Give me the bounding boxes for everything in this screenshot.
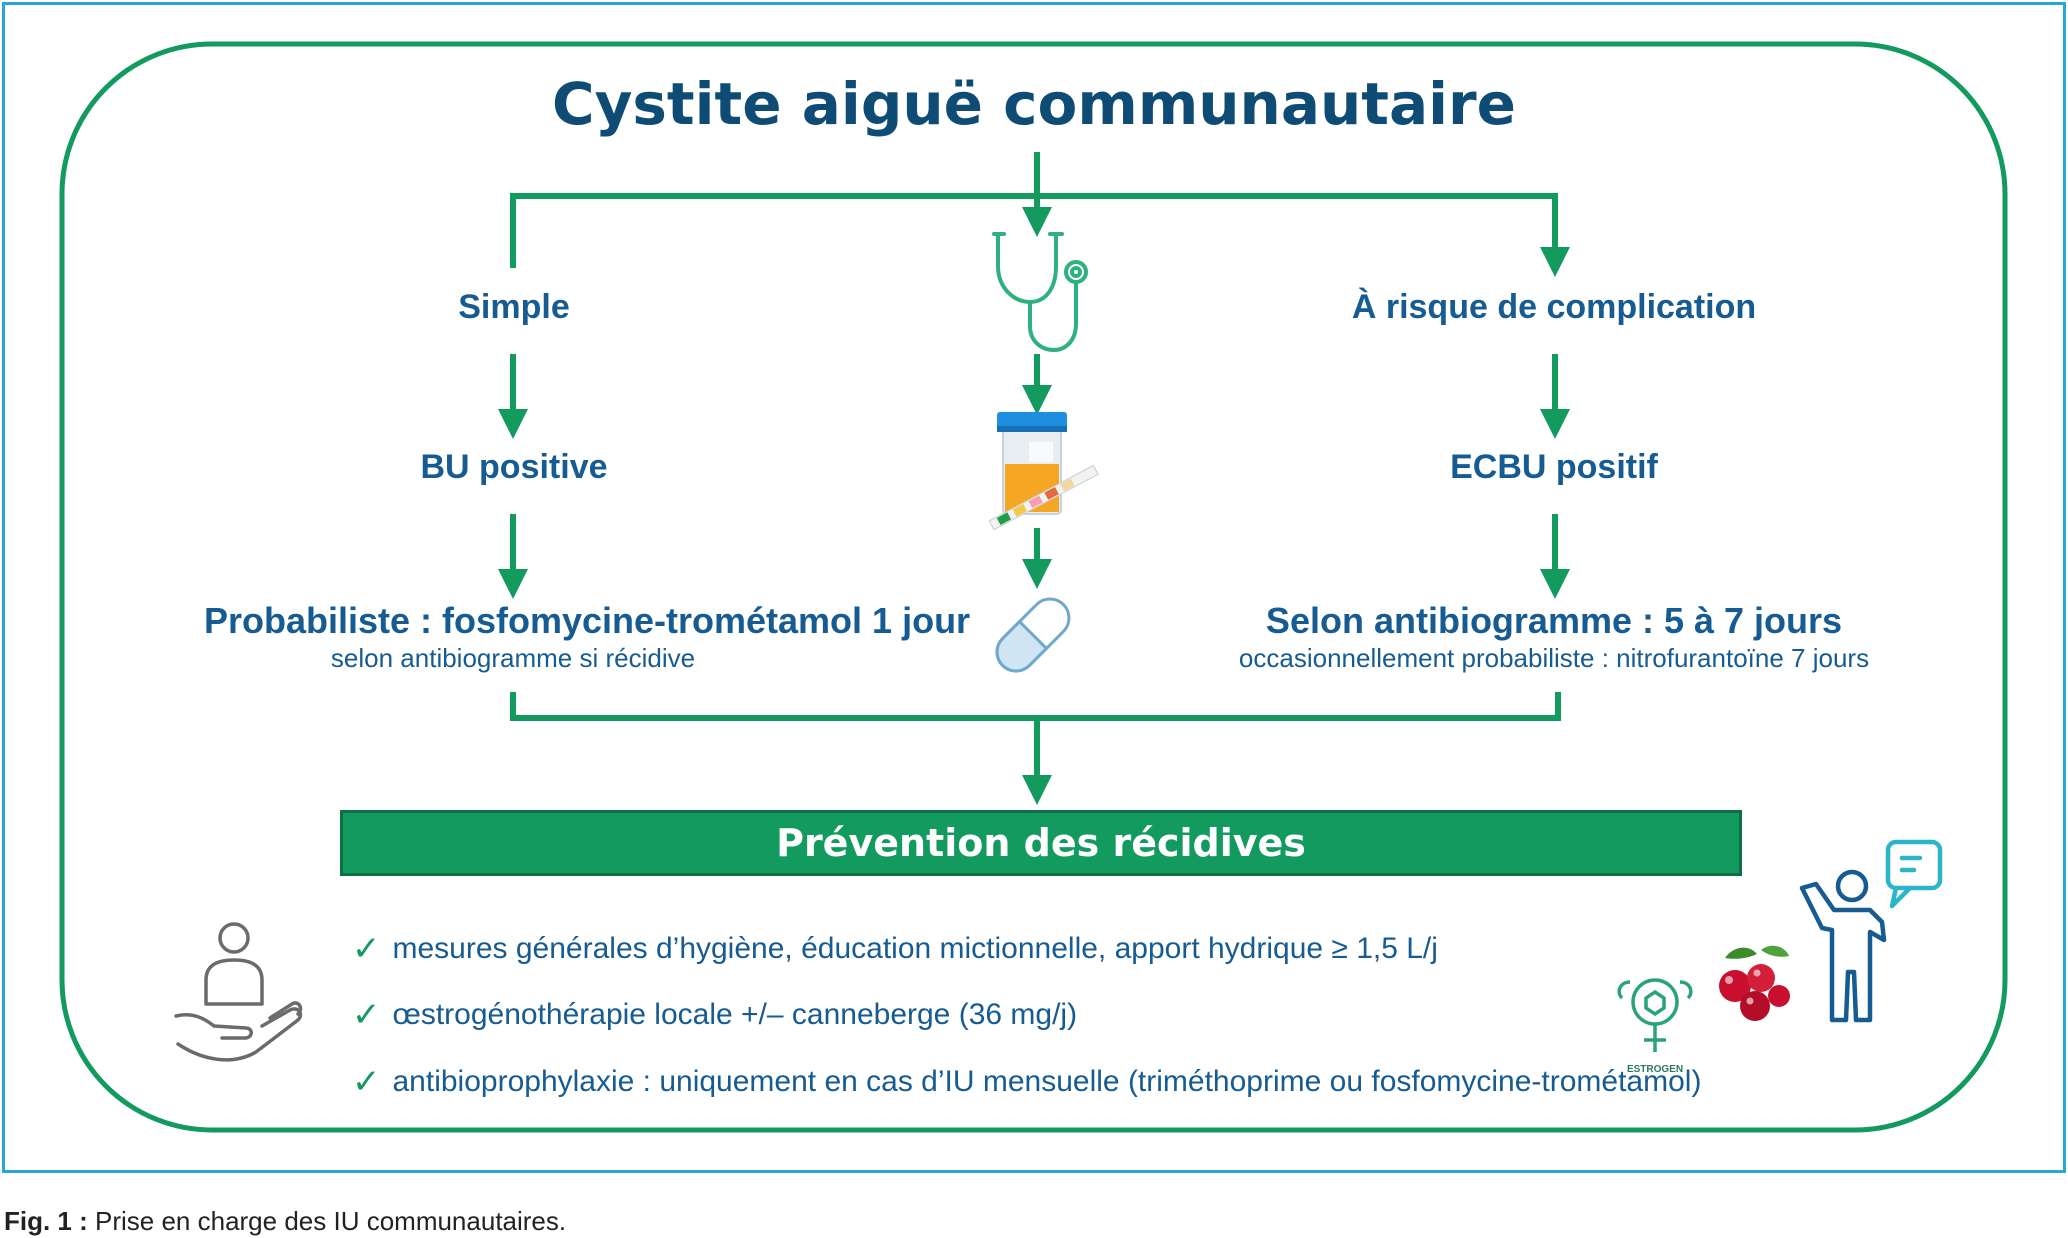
right-test: ECBU positif — [1450, 448, 1658, 486]
check-icon: ✓ — [352, 1062, 381, 1102]
caption-label: Fig. 1 : — [4, 1206, 88, 1236]
left-category: Simple — [458, 288, 570, 326]
estrogen-label: ESTROGEN — [1627, 1064, 1683, 1075]
capsule-icon — [995, 597, 1071, 673]
prevention-item: ✓ mesures générales d’hygiène, éducation… — [352, 929, 1438, 969]
right-treatment-note: occasionnellement probabiliste : nitrofu… — [1238, 643, 1870, 673]
prevention-item-text: œstrogénothérapie locale +/– canneberge … — [392, 998, 1078, 1031]
estrogen-icon: ESTROGEN — [1617, 978, 1693, 1075]
prevention-item-text: antibioprophylaxie : uniquement en cas d… — [392, 1065, 1702, 1098]
right-category: À risque de complication — [1351, 288, 1757, 326]
right-treatment: Selon antibiogramme : 5 à 7 jours — [1265, 600, 1843, 641]
diagram-container — [59, 41, 2008, 1133]
prevention-item: ✓ œstrogénothérapie locale +/– canneberg… — [352, 995, 1077, 1035]
figure-frame — [2, 2, 2066, 1173]
page-title: Cystite aiguë communautaire — [552, 70, 1516, 138]
prevention-item: ✓ antibioprophylaxie : uniquement en cas… — [352, 1062, 1701, 1102]
left-treatment-note: selon antibiogramme si récidive — [330, 643, 696, 673]
check-icon: ✓ — [352, 929, 381, 969]
stethoscope-icon — [992, 232, 1088, 353]
connector-bottom-merge — [510, 692, 1561, 721]
caption-text: Prise en charge des IU communautaires. — [87, 1206, 567, 1236]
urine-sample-cup-icon — [988, 412, 1099, 531]
left-treatment: Probabiliste : fosfomycine-trométamol 1 … — [203, 600, 971, 641]
left-test: BU positive — [420, 448, 608, 486]
person-speaking-icon — [1799, 839, 1943, 1023]
figure-caption: Fig. 1 : Prise en charge des IU communau… — [4, 1206, 566, 1237]
check-icon: ✓ — [352, 995, 381, 1035]
prevention-title: Prévention des récidives — [776, 821, 1306, 865]
cranberry-icon — [1719, 945, 1790, 1021]
prevention-banner: Prévention des récidives — [340, 810, 1742, 876]
prevention-item-text: mesures générales d’hygiène, éducation m… — [392, 932, 1438, 965]
hand-care-icon — [174, 922, 303, 1062]
